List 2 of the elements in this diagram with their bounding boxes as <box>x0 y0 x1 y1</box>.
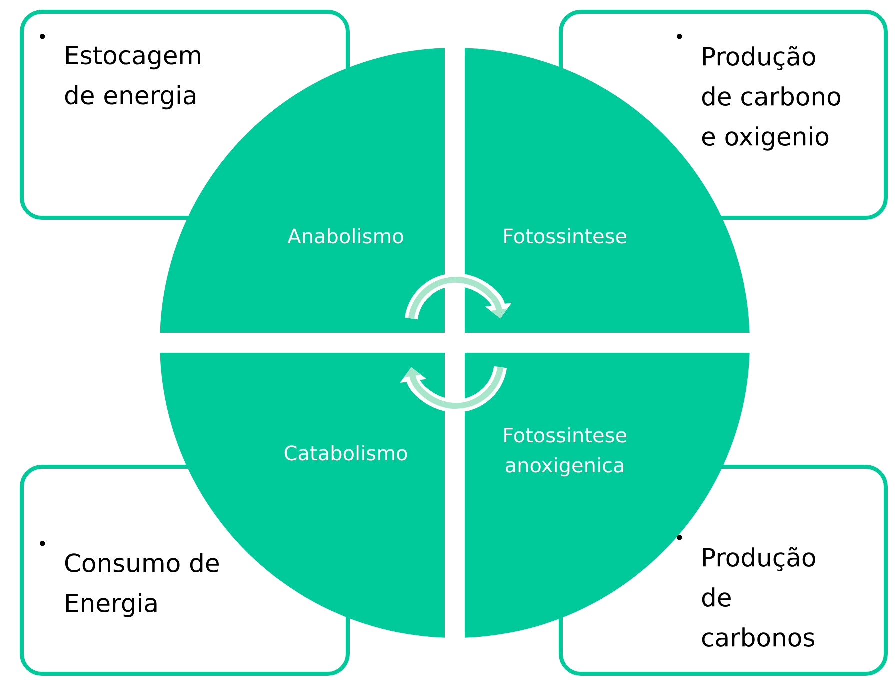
curved-arrow <box>405 273 512 320</box>
curved-arrow <box>400 366 507 413</box>
